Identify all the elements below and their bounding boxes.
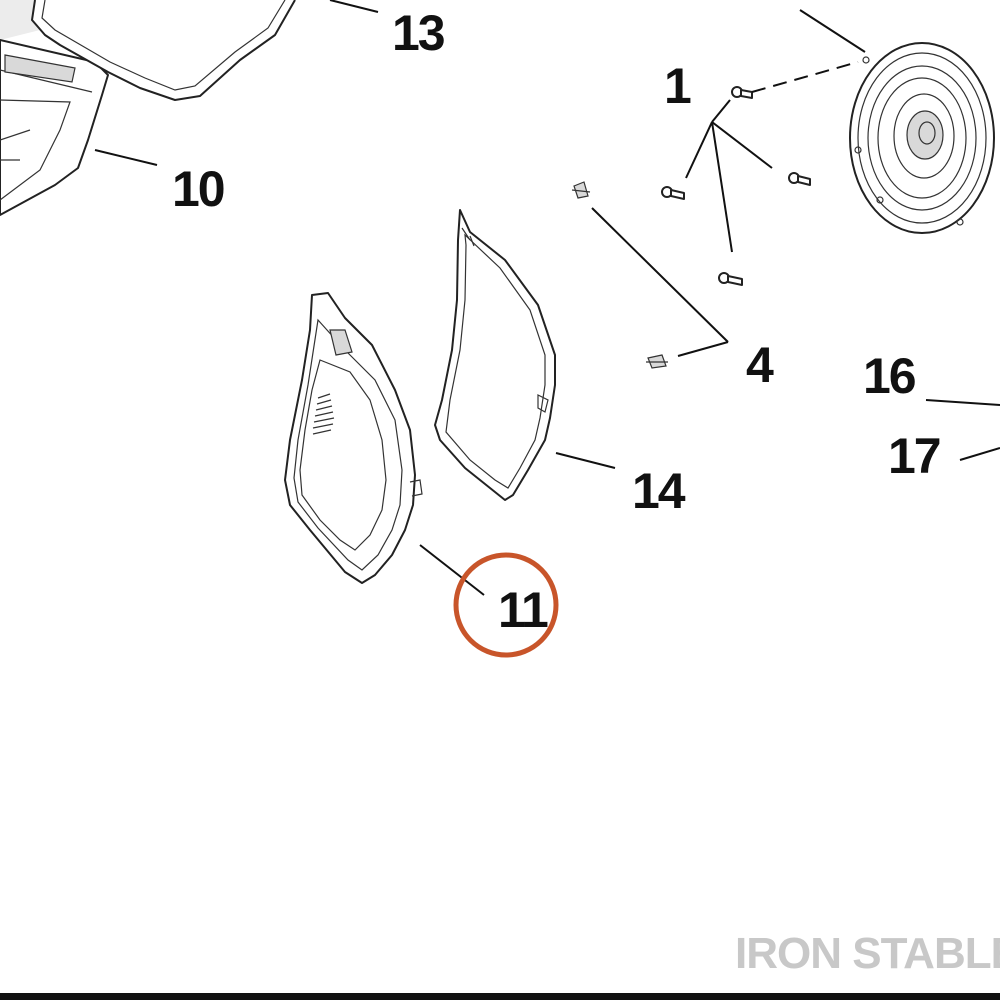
highlight-circle	[453, 552, 559, 658]
part-1-screws	[661, 86, 811, 286]
part-4-clips	[571, 181, 668, 369]
bottom-bar	[0, 993, 1000, 1000]
callout-11: 11	[498, 582, 548, 638]
callout-14: 14	[632, 463, 686, 519]
watermark-text: IRON STABLE	[735, 929, 1000, 978]
callout-1: 1	[664, 58, 691, 114]
callout-10: 10	[172, 161, 224, 217]
screw-b	[661, 186, 685, 200]
screw-d	[718, 272, 743, 286]
screw-c	[788, 172, 811, 186]
callout-17: 17	[888, 428, 940, 484]
callout-16: 16	[863, 348, 915, 404]
grille-pattern	[312, 393, 335, 435]
part-11-grille-panel	[284, 292, 423, 584]
leader-lines	[94, 0, 1000, 596]
callout-13: 13	[392, 5, 444, 61]
part-13-frame	[31, 0, 296, 101]
part-14-frame	[434, 209, 556, 501]
part-1-speaker	[849, 42, 995, 234]
callout-4: 4	[746, 337, 774, 393]
screw-a	[731, 86, 753, 99]
